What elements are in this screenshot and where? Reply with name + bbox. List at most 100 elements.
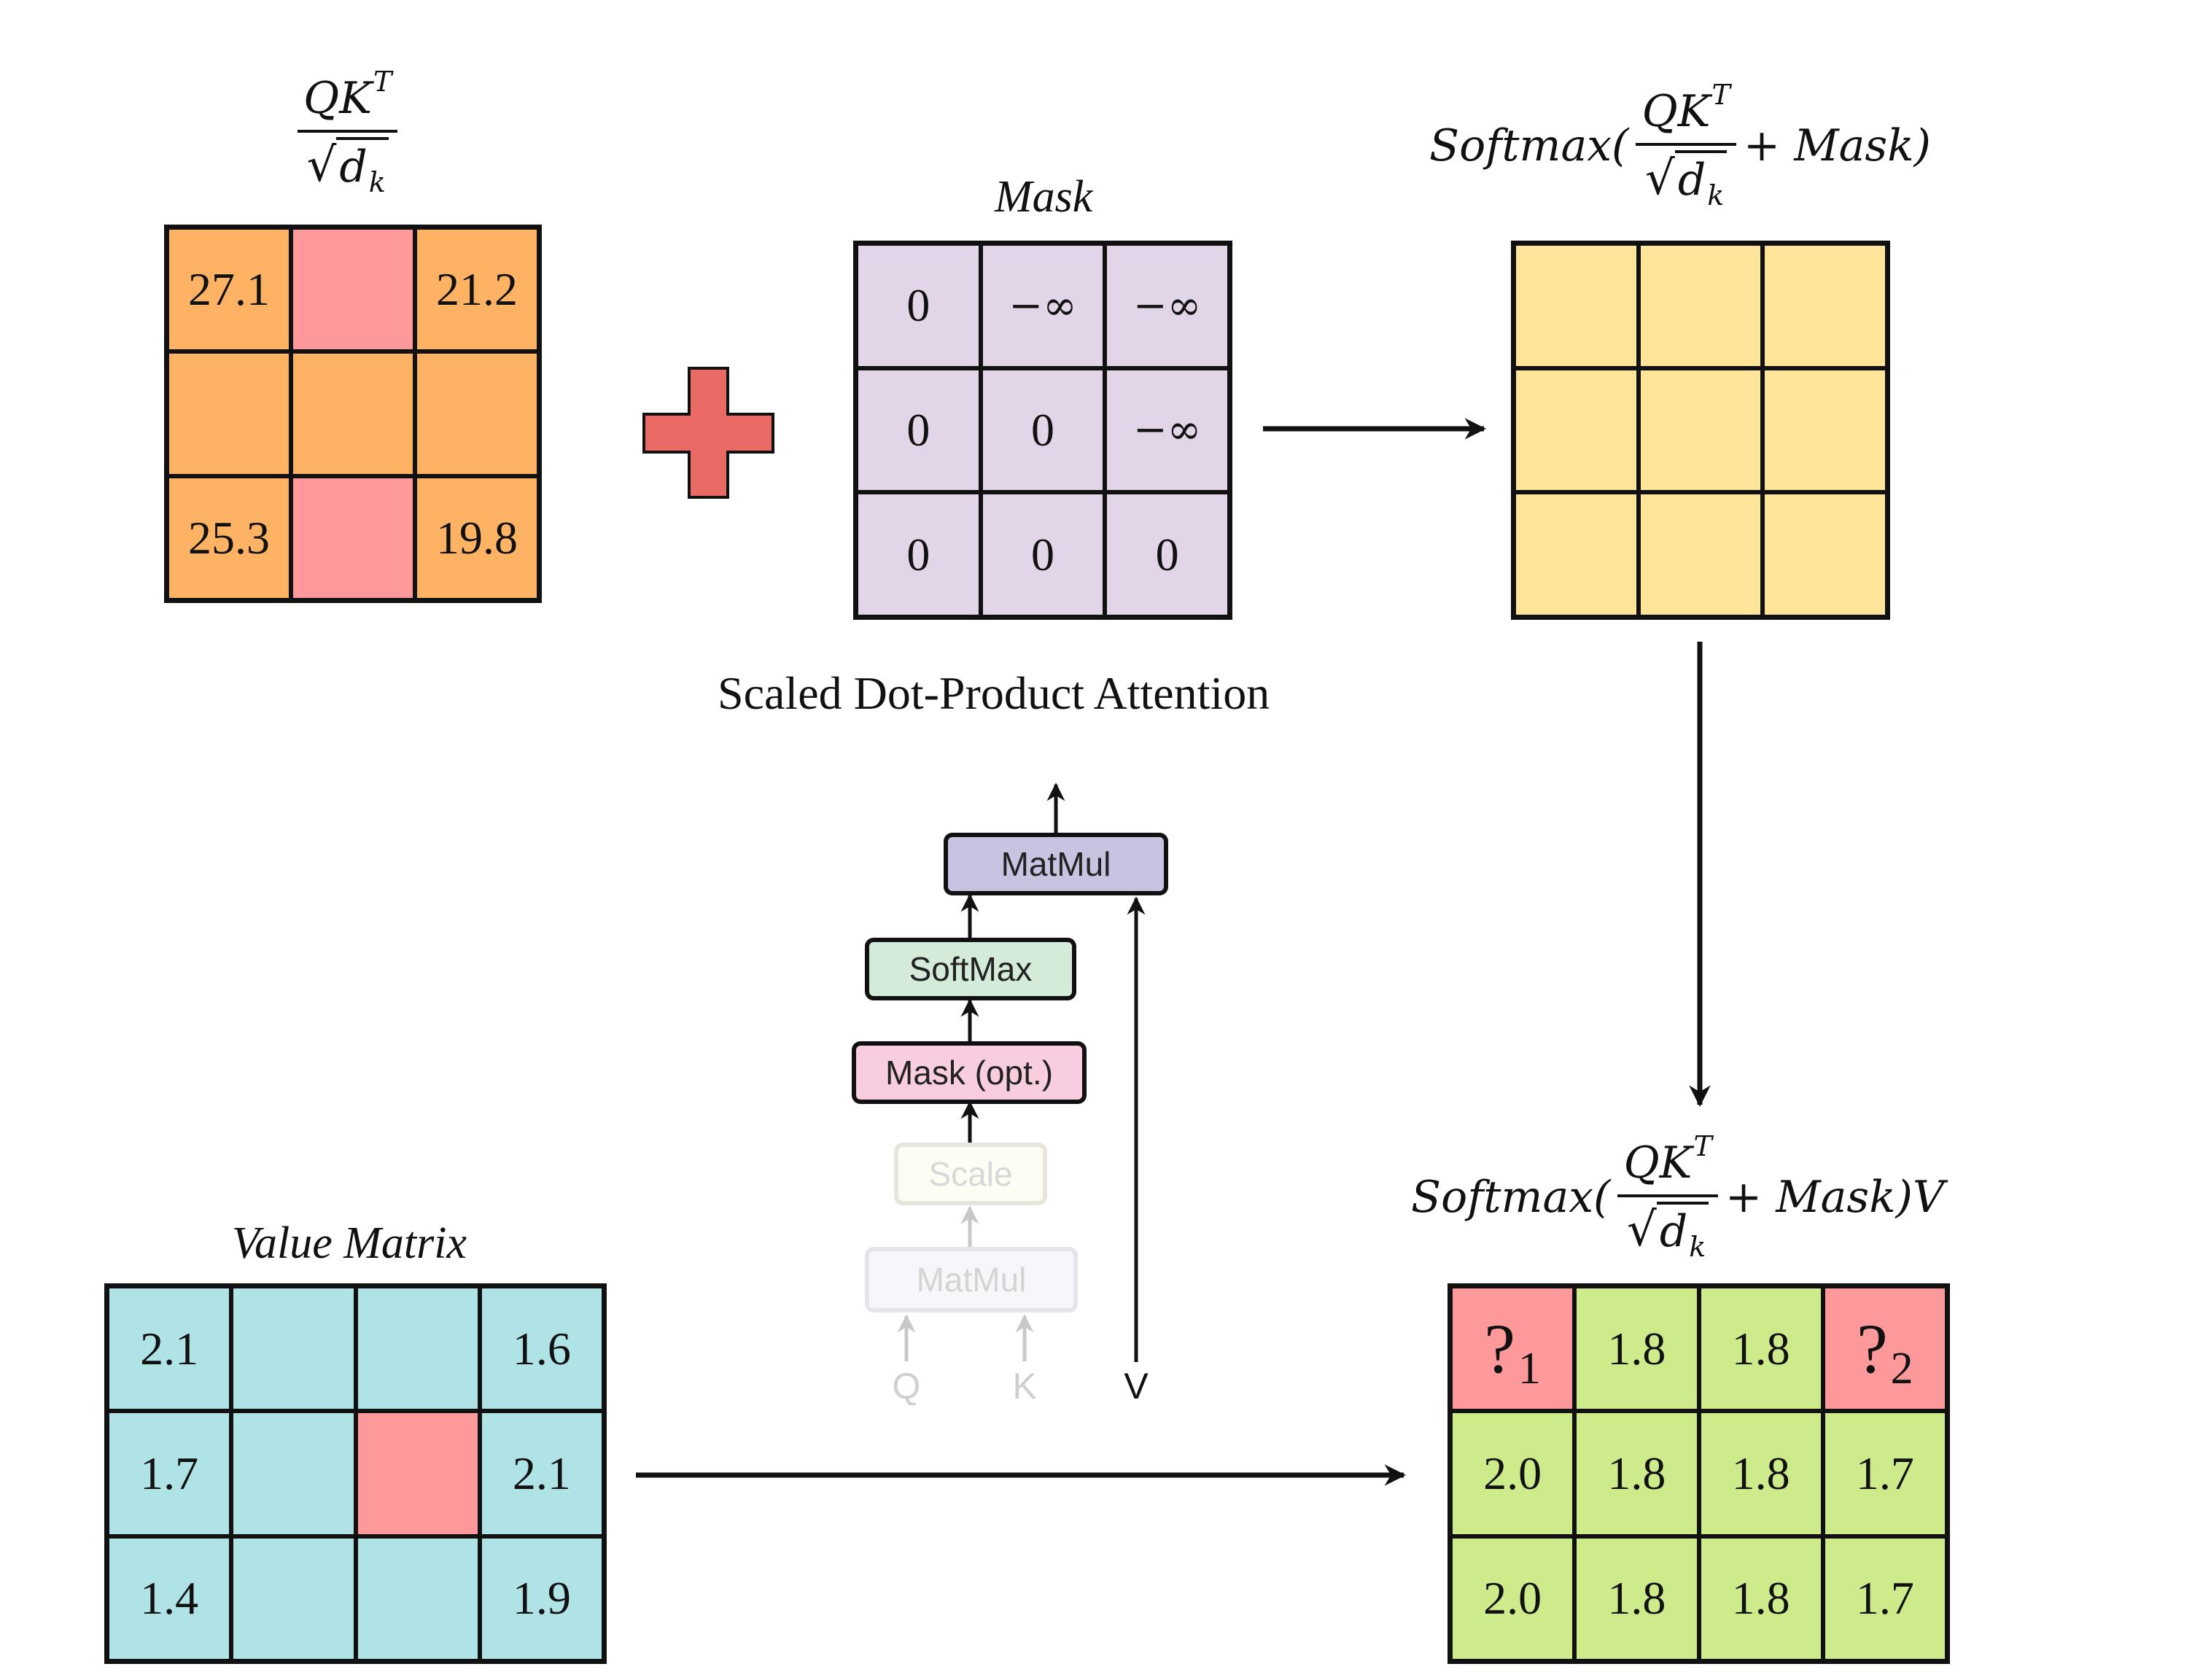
d-text: d xyxy=(1659,1206,1688,1257)
matrix-cell xyxy=(293,478,413,598)
matrix-cell xyxy=(357,1288,478,1409)
k-sub: k xyxy=(368,166,386,198)
matrix-cell: 0 xyxy=(858,494,979,615)
matrix-cell: 1.9 xyxy=(481,1538,602,1659)
matmul-top-block: MatMul xyxy=(944,833,1168,895)
matrix-cell: 0 xyxy=(858,370,979,491)
radical-icon: √ xyxy=(1645,152,1675,206)
matrix-cell: 0 xyxy=(1107,494,1227,615)
matrix-cell: 1.8 xyxy=(1701,1413,1821,1534)
matrix-cell: ?2 xyxy=(1825,1288,1945,1409)
value-matrix-title: Value Matrix xyxy=(232,1218,467,1268)
softmax-fraction: QKT √dk xyxy=(1636,79,1736,211)
matrix-cell xyxy=(1516,246,1636,366)
k-sub: k xyxy=(1707,179,1725,211)
qk-text: QK xyxy=(303,73,373,124)
matrix-cell: 0 xyxy=(982,370,1103,491)
k-sub: k xyxy=(1689,1231,1706,1263)
output-fraction: QKT √dk xyxy=(1617,1130,1718,1263)
matrix-cell: 2.1 xyxy=(481,1413,602,1534)
scale-block: Scale xyxy=(894,1143,1047,1205)
plus-mask-v-close-text: + Mask)V xyxy=(1725,1172,1945,1223)
matrix-cell xyxy=(293,230,413,350)
unknown-index: 1 xyxy=(1518,1344,1541,1394)
fraction-numerator: QKT xyxy=(1617,1130,1718,1197)
scores-fraction: QKT √dk xyxy=(298,66,398,198)
softmax-matrix xyxy=(1511,241,1890,620)
matrix-cell: 19.8 xyxy=(417,478,537,598)
attention-caption: Scaled Dot-Product Attention xyxy=(718,667,1270,719)
matrix-cell xyxy=(1516,370,1636,491)
mask-block: Mask (opt.) xyxy=(852,1041,1087,1104)
matrix-cell: 27.1 xyxy=(169,230,289,350)
qk-text: QK xyxy=(1623,1138,1693,1189)
radicand: dk xyxy=(1674,150,1728,211)
matrix-cell xyxy=(1640,370,1761,491)
matrix-cell xyxy=(233,1538,354,1659)
matrix-cell xyxy=(417,354,537,474)
matrix-cell xyxy=(1765,370,1885,491)
matrix-cell: 2.0 xyxy=(1453,1413,1573,1534)
matrix-cell xyxy=(233,1288,354,1409)
matrix-cell: 1.8 xyxy=(1577,1288,1697,1409)
matmul-bottom-label: MatMul xyxy=(916,1261,1027,1299)
matrix-cell: 1.7 xyxy=(1825,1413,1945,1534)
matrix-cell xyxy=(357,1413,478,1534)
matrix-cell xyxy=(233,1413,354,1534)
matrix-cell: 0 xyxy=(982,494,1103,615)
matrix-cell xyxy=(1516,494,1636,615)
matrix-cell xyxy=(1765,246,1885,366)
matrix-cell: 1.7 xyxy=(109,1413,230,1534)
matrix-cell xyxy=(169,354,289,474)
matrix-cell: ?1 xyxy=(1453,1288,1573,1409)
d-text: d xyxy=(1677,155,1706,206)
scores-matrix: 27.1 21.2 25.3 19.8 xyxy=(164,225,542,603)
matrix-cell xyxy=(293,354,413,474)
softmax-open-text: Softmax( xyxy=(1411,1172,1611,1223)
input-q: Q xyxy=(892,1366,921,1407)
sqrt-dk: √dk xyxy=(1627,1202,1709,1263)
plus-icon xyxy=(642,367,774,499)
matrix-cell: 1.7 xyxy=(1825,1538,1945,1659)
unknown-value: ? xyxy=(1857,1310,1888,1388)
output-formula: Softmax( QKT √dk + Mask)V xyxy=(1411,1130,1945,1263)
mask-label: Mask (opt.) xyxy=(885,1054,1054,1092)
softmax-open-text: Softmax( xyxy=(1429,120,1629,171)
fraction-denominator: √dk xyxy=(306,133,389,198)
sqrt-dk: √dk xyxy=(1645,150,1728,211)
scale-label: Scale xyxy=(928,1155,1013,1193)
unknown-value: ? xyxy=(1484,1310,1515,1388)
d-text: d xyxy=(339,141,368,192)
matrix-cell: 2.0 xyxy=(1453,1538,1573,1659)
matrix-cell: 2.1 xyxy=(109,1288,230,1409)
matrix-cell xyxy=(1640,494,1761,615)
matrix-cell: 1.8 xyxy=(1701,1288,1821,1409)
qk-text: QK xyxy=(1641,86,1711,137)
sqrt-dk: √dk xyxy=(306,137,389,198)
matrix-cell: 21.2 xyxy=(417,230,537,350)
fraction-denominator: √dk xyxy=(1627,1197,1709,1263)
matrix-cell: −∞ xyxy=(1107,246,1227,366)
matmul-bottom-block: MatMul xyxy=(865,1247,1078,1312)
softmax-formula: Softmax( QKT √dk + Mask) xyxy=(1429,79,1931,211)
matrix-cell: −∞ xyxy=(1107,370,1227,491)
matrix-cell: 25.3 xyxy=(169,478,289,598)
input-k: K xyxy=(1012,1366,1037,1407)
softmax-block: SoftMax xyxy=(865,938,1076,1000)
matrix-cell xyxy=(357,1538,478,1659)
matrix-cell: 1.8 xyxy=(1577,1538,1697,1659)
mask-title: Mask xyxy=(995,172,1093,222)
radical-icon: √ xyxy=(1627,1203,1657,1257)
matrix-cell xyxy=(1640,246,1761,366)
matrix-cell: 1.8 xyxy=(1701,1538,1821,1659)
fraction-denominator: √dk xyxy=(1645,146,1728,211)
matrix-cell xyxy=(1765,494,1885,615)
matrix-cell: 0 xyxy=(858,246,979,366)
radical-icon: √ xyxy=(306,139,337,192)
radicand: dk xyxy=(336,137,389,198)
matrix-cell: 1.8 xyxy=(1577,1413,1697,1534)
fraction-numerator: QKT xyxy=(1636,79,1736,146)
transpose-sup: T xyxy=(1693,1130,1712,1162)
